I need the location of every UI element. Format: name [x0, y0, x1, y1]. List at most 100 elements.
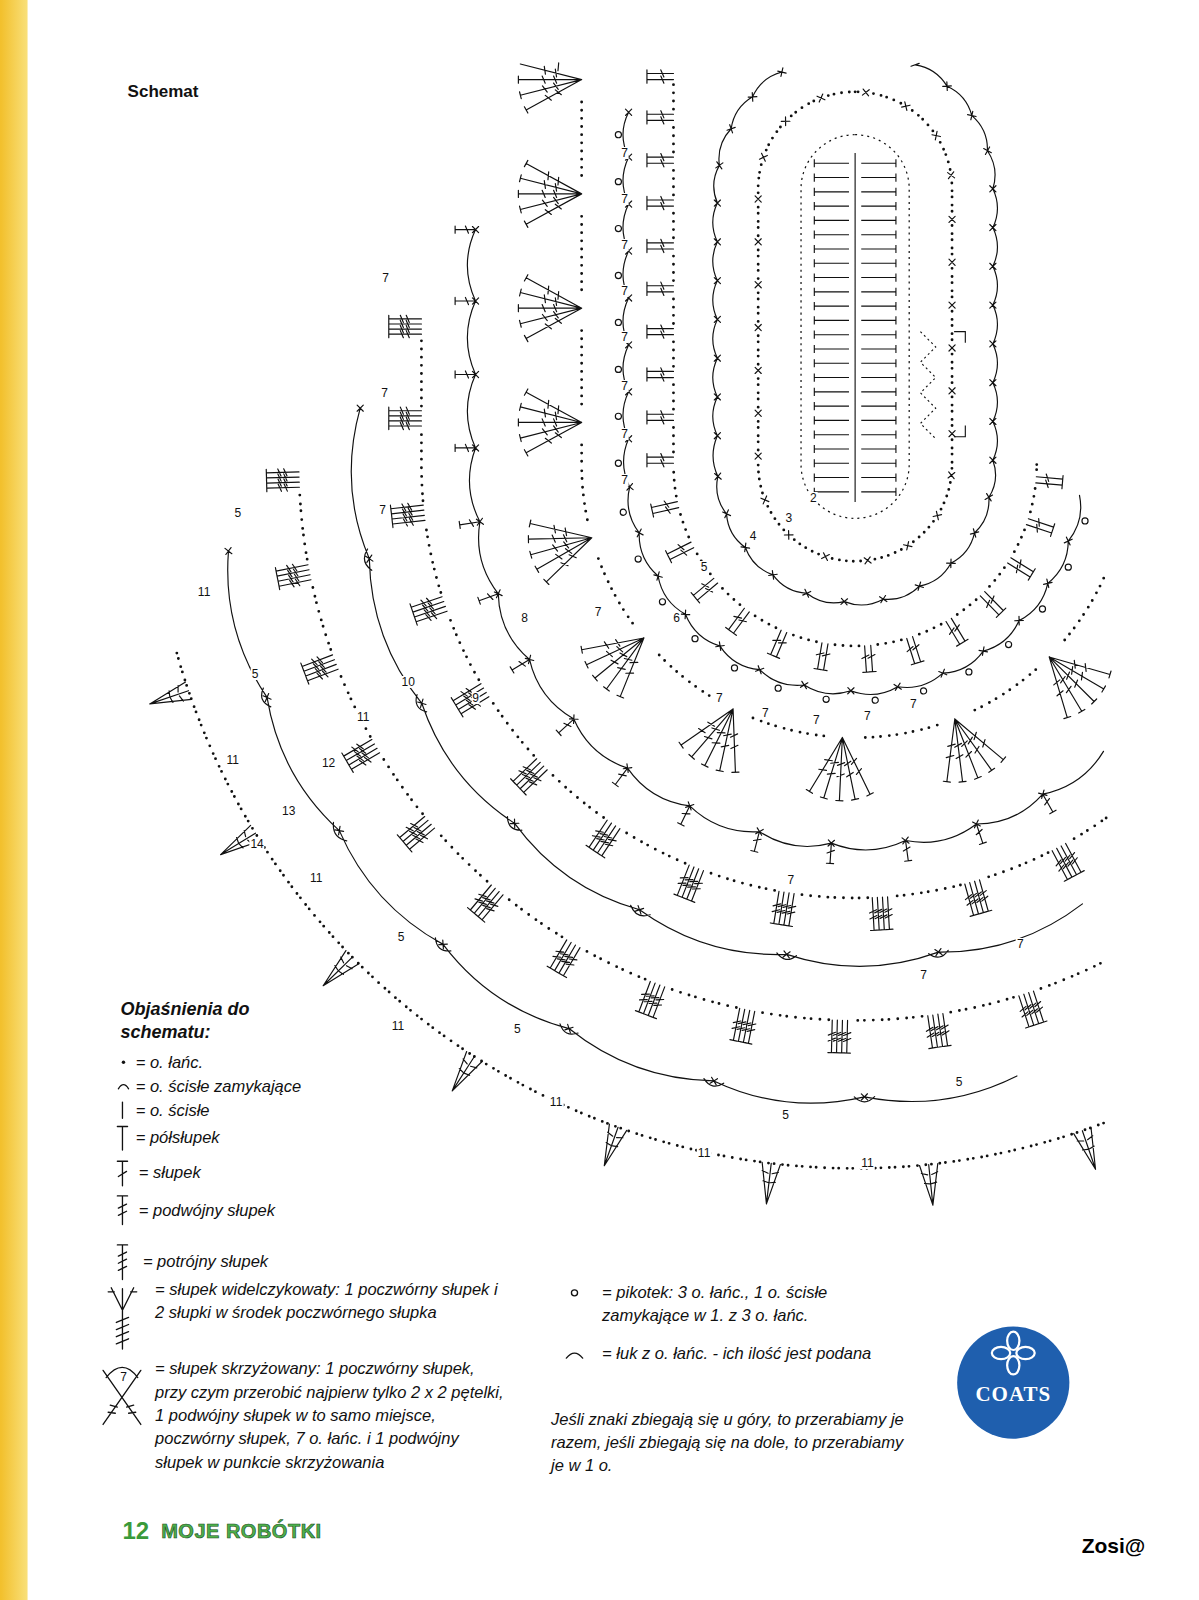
brand-logo-text: COATS: [975, 1381, 1051, 1406]
chain-count-holder: 7: [625, 480, 634, 492]
watermark: Zosi@: [1082, 1534, 1146, 1558]
side-zigzag: [920, 332, 965, 439]
chain-count-holder: 7: [383, 510, 392, 522]
chain-count: 7: [812, 714, 821, 726]
chain-count-holder: 5: [238, 513, 247, 525]
chain-count: 7: [715, 692, 724, 704]
row-number-holder: 12: [329, 763, 344, 775]
legend-entry: = potrójny słupek: [143, 1250, 449, 1273]
magazine-name-holder: MOJE ROBÓTKI: [161, 1520, 321, 1543]
chain-count-holder: 5: [517, 1029, 526, 1041]
legend-entry-holder: = półsłupek: [136, 1126, 442, 1149]
row-number: 9: [471, 692, 480, 704]
chain-count: 7: [1016, 938, 1025, 950]
chain-count: 5: [513, 1023, 522, 1035]
row-number-holder: 11: [363, 717, 377, 729]
chain-count: 7: [380, 387, 389, 399]
chain-count: 7: [786, 874, 795, 886]
chain-count-holder: 7: [1020, 944, 1029, 956]
legend-entry: = słupek widelczykowaty: 1 poczwórny słu…: [155, 1278, 507, 1325]
chain-count-holder: 11: [316, 878, 330, 890]
symbol-number-holder: 7: [124, 1377, 133, 1389]
chain-count-holder: 7: [625, 245, 634, 257]
chain-count-holder: 11: [556, 1102, 570, 1114]
chain-count-holder: 7: [867, 716, 876, 728]
chain-count-holder: 5: [401, 937, 410, 949]
stitch-rows: [150, 63, 1111, 1205]
row-number: 10: [401, 676, 416, 688]
legend-entry: = łuk z o. łańc. - ich ilość jest podana: [602, 1342, 903, 1365]
legend-entry-holder: = potrójny słupek: [143, 1250, 449, 1273]
chain-count-holder: 7: [791, 880, 800, 892]
chain-count: 11: [225, 754, 239, 766]
chain-count: 7: [620, 147, 629, 159]
brand-logo-text-holder: COATS: [1013, 1394, 1089, 1419]
row-number-holder: 5: [704, 567, 713, 579]
oval-stitches: [814, 153, 896, 502]
legend-entry: = półsłupek: [136, 1126, 442, 1149]
chain-count: 7: [620, 331, 629, 343]
chain-count: 11: [197, 586, 211, 598]
legend-entry: = pikotek: 3 o. łańc., 1 o. ścisłe zamyk…: [602, 1281, 903, 1328]
chain-count: 7: [620, 380, 629, 392]
legend-entry: = o. ścisłe: [136, 1099, 442, 1122]
center-oval: [801, 135, 909, 519]
row-number-holder: 2: [813, 498, 822, 510]
row-number-holder: 9: [476, 698, 485, 710]
row-number: 2: [809, 492, 818, 504]
chain-count-holder: 7: [816, 720, 825, 732]
legend-entry-holder: = łuk z o. łańc. - ich ilość jest podana: [602, 1342, 903, 1365]
row-number: 14: [249, 838, 264, 850]
legend-heading: Objaśnienia do schematu:: [120, 998, 283, 1045]
legend-entry-holder: = o. łańc.: [136, 1051, 442, 1074]
row-number: 3: [784, 512, 793, 524]
chain-count: 11: [391, 1020, 405, 1032]
row-number: 7: [594, 606, 603, 618]
chain-count: 5: [955, 1076, 964, 1088]
row-number: 13: [281, 805, 296, 817]
chain-count: 7: [620, 474, 629, 486]
legend-entry-holder: = podwójny słupek: [139, 1199, 445, 1222]
chain-count-holder: 7: [625, 291, 634, 303]
chain-count: 7: [378, 504, 387, 516]
legend-heading-holder: Objaśnienia do schematu:: [120, 998, 283, 1045]
note-text: Jeśli znaki zbiegają się u góry, to prze…: [551, 1408, 910, 1476]
chain-count-holder: 7: [765, 713, 774, 725]
chain-count: 11: [549, 1096, 563, 1108]
chain-count-holder: 7: [719, 698, 728, 710]
stitch-symbols: [150, 63, 1111, 1205]
row-number-holder: 8: [525, 618, 534, 630]
page-number: 12: [123, 1517, 150, 1545]
row-number: 8: [520, 612, 529, 624]
chain-count: 7: [909, 698, 918, 710]
legend-entry: = o. ścisłe zamykające: [136, 1075, 442, 1098]
chain-dots: [175, 83, 1107, 1170]
chart-title: Schemat: [128, 82, 199, 102]
magazine-name: MOJE ROBÓTKI: [161, 1520, 321, 1543]
oval-stitch-marks: [814, 153, 896, 502]
chain-count-holder: 7: [625, 386, 634, 398]
chain-count: 7: [620, 193, 629, 205]
legend-entry: = podwójny słupek: [139, 1199, 445, 1222]
chain-count: 7: [761, 707, 770, 719]
chart-title-holder: Schemat: [128, 82, 199, 102]
legend-entry-holder: = o. ścisłe zamykające: [136, 1075, 442, 1098]
chain-count-holder: 7: [625, 337, 634, 349]
row-number-holder: 4: [753, 536, 762, 548]
row-number-holder: 14: [257, 844, 272, 856]
chain-count: 11: [697, 1147, 711, 1159]
chain-count-holder: 11: [398, 1026, 412, 1038]
coats-logo: [957, 1327, 1069, 1439]
chain-count-holder: 7: [385, 393, 394, 405]
page-number-holder: 12: [123, 1517, 150, 1545]
legend-entry-holder: = słupek: [139, 1161, 445, 1184]
legend-entry: = słupek: [139, 1161, 445, 1184]
chain-count-holder: 7: [913, 704, 922, 716]
chain-count: 7: [620, 428, 629, 440]
chain-count: 7: [919, 969, 928, 981]
chain-count-holder: 7: [386, 278, 395, 290]
chain-count-holder: 5: [959, 1082, 968, 1094]
row-number: 11: [356, 711, 370, 723]
chain-count-holder: 11: [233, 760, 247, 772]
chain-count: 11: [309, 872, 323, 884]
